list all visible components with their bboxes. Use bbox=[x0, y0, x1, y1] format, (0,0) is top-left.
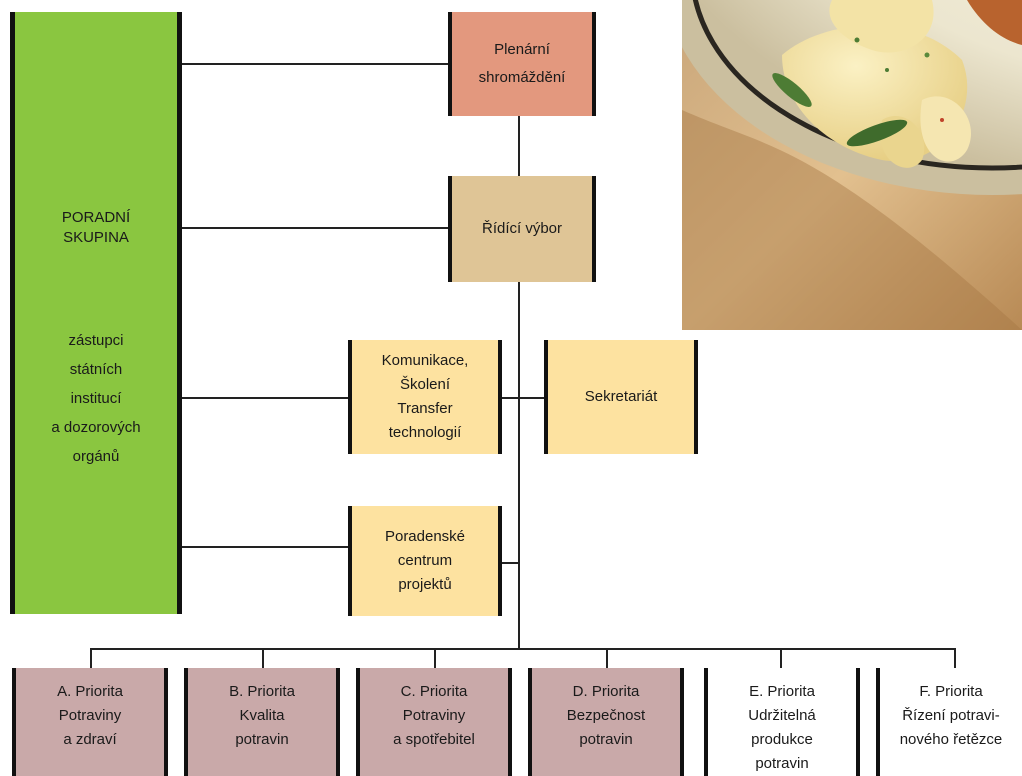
priority-f-line: nového řetězce bbox=[899, 731, 1003, 748]
priority-c-box: C. Priorita Potraviny a spotřebitel bbox=[356, 668, 512, 776]
drop-a bbox=[90, 648, 92, 670]
connector-plenary-steering bbox=[518, 115, 520, 177]
advisory-title: PORADNÍ SKUPINA bbox=[15, 208, 177, 248]
consulting-line: projektů bbox=[398, 576, 452, 593]
food-photo bbox=[682, 0, 1022, 330]
priority-b-line: potravin bbox=[235, 731, 289, 748]
connector-advisory-steering bbox=[182, 227, 448, 229]
advisory-desc-line: a dozorových bbox=[51, 419, 141, 436]
communication-box: Komunikace, Školení Transfer technologií bbox=[348, 340, 502, 454]
connector-advisory-communication bbox=[182, 397, 348, 399]
priority-d-box: D. Priorita Bezpečnost potravin bbox=[528, 668, 684, 776]
consulting-line: centrum bbox=[397, 552, 453, 569]
connector-communication-secretariat bbox=[502, 397, 544, 399]
main-trunk bbox=[518, 282, 520, 648]
plenary-line2: shromáždění bbox=[478, 69, 566, 86]
priority-e-line: produkce bbox=[751, 731, 813, 748]
priority-a-box: A. Priorita Potraviny a zdraví bbox=[12, 668, 168, 776]
priority-e-line: Udržitelná bbox=[748, 707, 816, 724]
priority-c-line: Potraviny bbox=[402, 707, 466, 724]
communication-line: technologií bbox=[388, 424, 462, 441]
priority-a-line: A. Priorita bbox=[57, 683, 123, 700]
steering-label: Řídící výbor bbox=[481, 220, 563, 237]
priority-b-box: B. Priorita Kvalita potravin bbox=[184, 668, 340, 776]
advisory-title-line2: SKUPINA bbox=[63, 229, 129, 246]
drop-f bbox=[954, 648, 956, 670]
consulting-centre-box: Poradenské centrum projektů bbox=[348, 506, 502, 616]
priority-e-line: potravin bbox=[755, 755, 809, 772]
priority-d-line: potravin bbox=[579, 731, 633, 748]
priority-e-box: E. Priorita Udržitelná produkce potravin bbox=[704, 668, 860, 776]
advisory-desc-line: státních bbox=[69, 361, 123, 378]
priority-c-line: a spotřebitel bbox=[393, 731, 475, 748]
steering-committee-box: Řídící výbor bbox=[448, 176, 596, 282]
priority-c-line: C. Priorita bbox=[400, 683, 468, 700]
drop-c bbox=[434, 648, 436, 670]
communication-line: Školení bbox=[399, 376, 451, 393]
priority-f-line: Řízení potravi- bbox=[902, 707, 1000, 724]
plenary-assembly-box: Plenární shromáždění bbox=[448, 12, 596, 116]
advisory-description: zástupci státních institucí a dozorových… bbox=[15, 326, 177, 471]
advisory-group-box bbox=[10, 12, 182, 614]
plenary-line1: Plenární bbox=[494, 41, 550, 58]
priority-bus bbox=[90, 648, 956, 650]
advisory-title-line1: PORADNÍ bbox=[61, 209, 131, 226]
connector-consulting-trunk bbox=[502, 562, 520, 564]
consulting-line: Poradenské bbox=[384, 528, 466, 545]
priority-d-line: Bezpečnost bbox=[566, 707, 646, 724]
advisory-desc-line: orgánů bbox=[72, 448, 120, 465]
drop-b bbox=[262, 648, 264, 670]
priority-a-line: a zdraví bbox=[63, 731, 117, 748]
priority-f-line: F. Priorita bbox=[919, 683, 983, 700]
drop-d bbox=[606, 648, 608, 670]
connector-advisory-plenary bbox=[182, 63, 448, 65]
priority-a-line: Potraviny bbox=[58, 707, 122, 724]
priority-e-line: E. Priorita bbox=[749, 683, 815, 700]
communication-line: Komunikace, bbox=[381, 352, 469, 369]
advisory-desc-line: institucí bbox=[70, 390, 122, 407]
advisory-desc-line: zástupci bbox=[68, 332, 124, 349]
connector-advisory-consulting bbox=[182, 546, 348, 548]
secretariat-box: Sekretariát bbox=[544, 340, 698, 454]
priority-d-line: D. Priorita bbox=[572, 683, 640, 700]
priority-b-line: B. Priorita bbox=[229, 683, 295, 700]
secretariat-label: Sekretariát bbox=[584, 388, 658, 405]
priority-f-box: F. Priorita Řízení potravi- nového řetěz… bbox=[876, 668, 1022, 776]
priority-b-line: Kvalita bbox=[239, 707, 285, 724]
communication-line: Transfer bbox=[397, 400, 453, 417]
drop-e bbox=[780, 648, 782, 670]
